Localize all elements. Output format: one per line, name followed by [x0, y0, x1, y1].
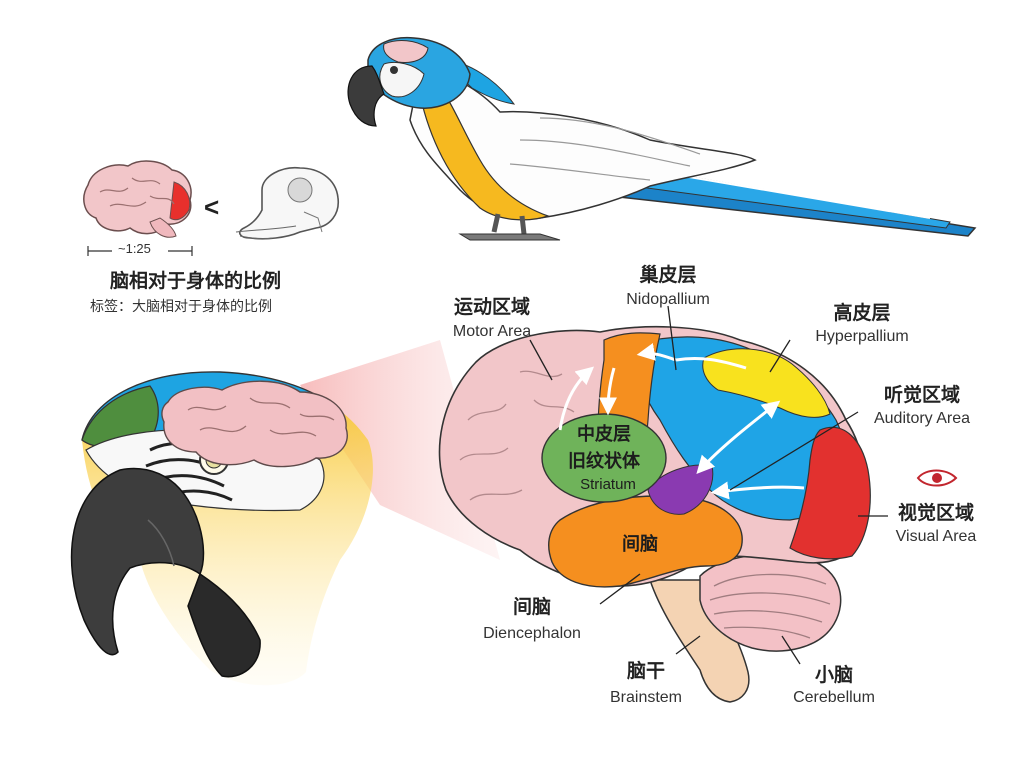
diencephalon-label-cn: 间脑 — [513, 596, 551, 618]
comparison-subtitle: 标签：大脑相对于身体的比例 — [90, 296, 272, 316]
auditory-area-label-cn: 听觉区域 — [884, 384, 960, 406]
nidopallium-label-cn: 巢皮层 — [639, 264, 696, 286]
striatum-label-en: Striatum — [580, 476, 636, 494]
cerebellum-label-cn: 小脑 — [815, 664, 853, 686]
cerebellum-label-en: Cerebellum — [793, 688, 875, 707]
brainstem-label-cn: 脑干 — [627, 660, 665, 682]
small-brain-illustration — [84, 161, 191, 237]
mesopallium-label-cn: 中皮层 — [577, 424, 631, 446]
striatum-label-cn: 旧纹状体 — [568, 451, 640, 473]
bird-skull-illustration — [236, 168, 338, 239]
scale-label: ~1:25 — [118, 241, 151, 256]
diencephalon-label-en: Diencephalon — [483, 624, 581, 643]
visual-area-label-en: Visual Area — [896, 527, 977, 546]
eye-icon — [918, 471, 956, 486]
visual-area-label-cn: 视觉区域 — [898, 502, 974, 524]
motor-area-label-cn: 运动区域 — [454, 296, 530, 318]
nidopallium-label-en: Nidopallium — [626, 290, 710, 309]
hyperpallium-label-cn: 高皮层 — [833, 302, 890, 324]
auditory-area-label-en: Auditory Area — [874, 409, 970, 428]
motor-area-label-en: Motor Area — [453, 322, 531, 341]
macaw-head-illustration — [72, 372, 373, 685]
less-than-sign: < — [204, 192, 219, 223]
thalamus-inner-label: 间脑 — [622, 534, 658, 556]
brain-diagram — [439, 327, 870, 702]
macaw-illustration — [348, 38, 975, 240]
brainstem-label-en: Brainstem — [610, 688, 682, 707]
comparison-title: 脑相对于身体的比例 — [110, 270, 281, 292]
hyperpallium-label-en: Hyperpallium — [815, 327, 908, 346]
